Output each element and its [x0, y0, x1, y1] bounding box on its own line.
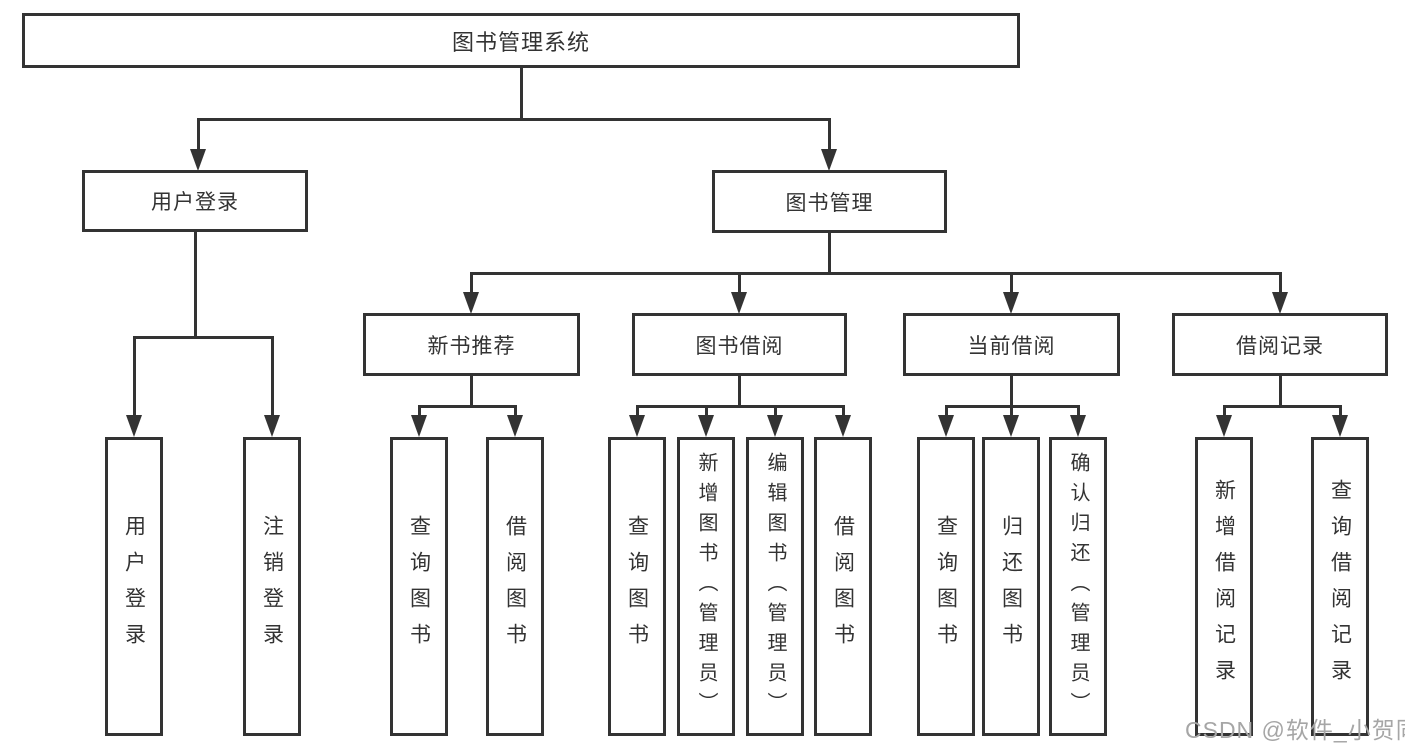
node-leaf-newbook-query-book: 查询图书: [390, 437, 448, 736]
arrow-down-icon: [1003, 415, 1019, 437]
connector-borrow-stem-4: [842, 405, 845, 416]
connector-root-hline: [197, 118, 830, 121]
connector-userlogin-vline: [194, 232, 197, 336]
node-leaf-logout-label: 注销登录: [260, 514, 284, 659]
connector-record-stem-1: [1223, 405, 1226, 416]
csdn-watermark: CSDN @软件_小贺同学: [1185, 717, 1405, 743]
node-leaf-borrow-borrow-book: 借阅图书: [814, 437, 872, 736]
node-leaf-query-borrow-record: 查询借阅记录: [1311, 437, 1369, 736]
connector-bookmgmt-hline: [470, 272, 1281, 275]
node-leaf-query-borrow-record-label: 查询借阅记录: [1328, 478, 1352, 695]
arrow-down-icon: [698, 415, 714, 437]
arrow-down-icon: [835, 415, 851, 437]
node-current-borrow: 当前借阅: [903, 313, 1120, 376]
arrow-down-icon: [1332, 415, 1348, 437]
connector-current-vline: [1010, 376, 1013, 406]
node-new-book-recommend: 新书推荐: [363, 313, 580, 376]
node-leaf-confirm-return-admin-label: 确认归还（管理员）: [1067, 451, 1089, 722]
node-book-borrow-label: 图书借阅: [695, 334, 784, 358]
node-new-book-recommend-label: 新书推荐: [427, 334, 516, 358]
node-leaf-return-book: 归还图书: [982, 437, 1040, 736]
node-leaf-edit-book-admin-label: 编辑图书（管理员）: [764, 451, 786, 722]
node-leaf-add-borrow-record-label: 新增借阅记录: [1212, 478, 1236, 695]
connector-borrow-stem-2: [705, 405, 708, 416]
node-book-management: 图书管理: [712, 170, 947, 233]
node-leaf-return-book-label: 归还图书: [999, 514, 1023, 659]
connector-newbook-stem-2: [514, 405, 517, 416]
node-leaf-current-query-book: 查询图书: [917, 437, 975, 736]
connector-current-stem-3: [1077, 405, 1080, 416]
arrow-down-icon: [264, 415, 280, 437]
arrow-down-icon: [821, 149, 837, 171]
node-leaf-confirm-return-admin: 确认归还（管理员）: [1049, 437, 1107, 736]
connector-record-hline: [1223, 405, 1341, 408]
node-book-management-label: 图书管理: [785, 191, 874, 215]
node-leaf-newbook-query-book-label: 查询图书: [407, 514, 431, 659]
connector-root-left-stem: [197, 118, 200, 150]
node-leaf-borrow-borrow-book-label: 借阅图书: [831, 514, 855, 659]
node-leaf-borrow-query-book: 查询图书: [608, 437, 666, 736]
node-leaf-add-borrow-record: 新增借阅记录: [1195, 437, 1253, 736]
arrow-down-icon: [507, 415, 523, 437]
connector-newbook-vline: [470, 376, 473, 406]
arrow-down-icon: [731, 292, 747, 314]
connector-userlogin-left-stem: [133, 336, 136, 416]
node-leaf-newbook-borrow-book: 借阅图书: [486, 437, 544, 736]
node-root-library-system: 图书管理系统: [22, 13, 1020, 68]
arrow-down-icon: [1272, 292, 1288, 314]
arrow-down-icon: [463, 292, 479, 314]
arrow-down-icon: [629, 415, 645, 437]
connector-bookmgmt-stem-1: [470, 272, 473, 294]
node-user-login: 用户登录: [82, 170, 308, 232]
connector-borrow-stem-3: [774, 405, 777, 416]
node-root-label: 图书管理系统: [451, 29, 590, 55]
connector-bookmgmt-stem-2: [738, 272, 741, 294]
connector-bookmgmt-vline: [828, 233, 831, 273]
connector-record-stem-2: [1339, 405, 1342, 416]
node-leaf-newbook-borrow-book-label: 借阅图书: [503, 514, 527, 659]
node-leaf-borrow-query-book-label: 查询图书: [625, 514, 649, 659]
connector-borrow-vline: [738, 376, 741, 406]
node-leaf-user-login-label: 用户登录: [122, 514, 146, 659]
connector-newbook-hline: [418, 405, 516, 408]
connector-userlogin-hline: [133, 336, 274, 339]
arrow-down-icon: [1003, 292, 1019, 314]
connector-bookmgmt-stem-3: [1010, 272, 1013, 294]
connector-newbook-stem-1: [418, 405, 421, 416]
arrow-down-icon: [190, 149, 206, 171]
arrow-down-icon: [411, 415, 427, 437]
connector-root-vline: [520, 68, 523, 118]
node-book-borrow: 图书借阅: [632, 313, 847, 376]
node-leaf-current-query-book-label: 查询图书: [934, 514, 958, 659]
node-leaf-edit-book-admin: 编辑图书（管理员）: [746, 437, 804, 736]
arrow-down-icon: [126, 415, 142, 437]
connector-root-right-stem: [828, 118, 831, 150]
connector-record-vline: [1279, 376, 1282, 406]
node-borrow-record-label: 借阅记录: [1236, 334, 1324, 358]
arrow-down-icon: [938, 415, 954, 437]
arrow-down-icon: [1216, 415, 1232, 437]
connector-borrow-stem-1: [636, 405, 639, 416]
connector-bookmgmt-stem-4: [1279, 272, 1282, 294]
connector-userlogin-right-stem: [271, 336, 274, 416]
connector-borrow-hline: [636, 405, 845, 408]
node-leaf-add-book-admin: 新增图书（管理员）: [677, 437, 735, 736]
node-leaf-add-book-admin-label: 新增图书（管理员）: [695, 451, 717, 722]
node-borrow-record: 借阅记录: [1172, 313, 1388, 376]
node-user-login-label: 用户登录: [151, 191, 239, 214]
node-leaf-logout: 注销登录: [243, 437, 301, 736]
connector-current-stem-2: [1010, 405, 1013, 416]
connector-current-stem-1: [945, 405, 948, 416]
arrow-down-icon: [767, 415, 783, 437]
node-leaf-user-login: 用户登录: [105, 437, 163, 736]
node-current-borrow-label: 当前借阅: [967, 334, 1056, 358]
arrow-down-icon: [1070, 415, 1086, 437]
